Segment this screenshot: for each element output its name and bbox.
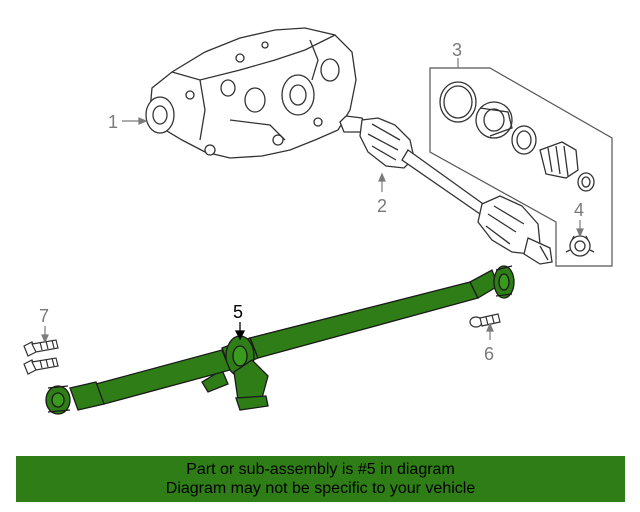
mounting-bolt[interactable] [23,339,59,375]
leader-6 [486,322,494,340]
boot-kit[interactable] [439,81,595,192]
callout-7[interactable]: 7 [39,306,49,326]
callout-6[interactable]: 6 [484,344,494,364]
callout-4[interactable]: 4 [574,200,584,220]
banner-line-2: Diagram may not be specific to your vehi… [165,480,476,497]
axle-shaft[interactable] [339,115,553,265]
callout-5[interactable]: 5 [233,302,243,322]
leader-5 [234,322,246,341]
boot-kit-frame [429,67,613,267]
drive-shaft-assembly[interactable] [45,265,515,415]
callout-1[interactable]: 1 [108,112,118,132]
leader-1 [122,117,148,125]
parts-diagram: 1 2 3 [23,27,613,415]
info-banner: Part or sub-assembly is #5 in diagram Di… [16,456,625,502]
banner-line-1: Part or sub-assembly is #5 in diagram [186,461,455,478]
leader-4 [576,220,584,238]
callout-2[interactable]: 2 [377,196,387,216]
differential-housing[interactable] [145,27,357,159]
axle-nut[interactable] [565,235,595,257]
center-bearing-bolt[interactable] [469,313,501,328]
callout-3[interactable]: 3 [452,40,462,60]
leader-7 [41,326,49,344]
leader-2 [378,172,386,192]
